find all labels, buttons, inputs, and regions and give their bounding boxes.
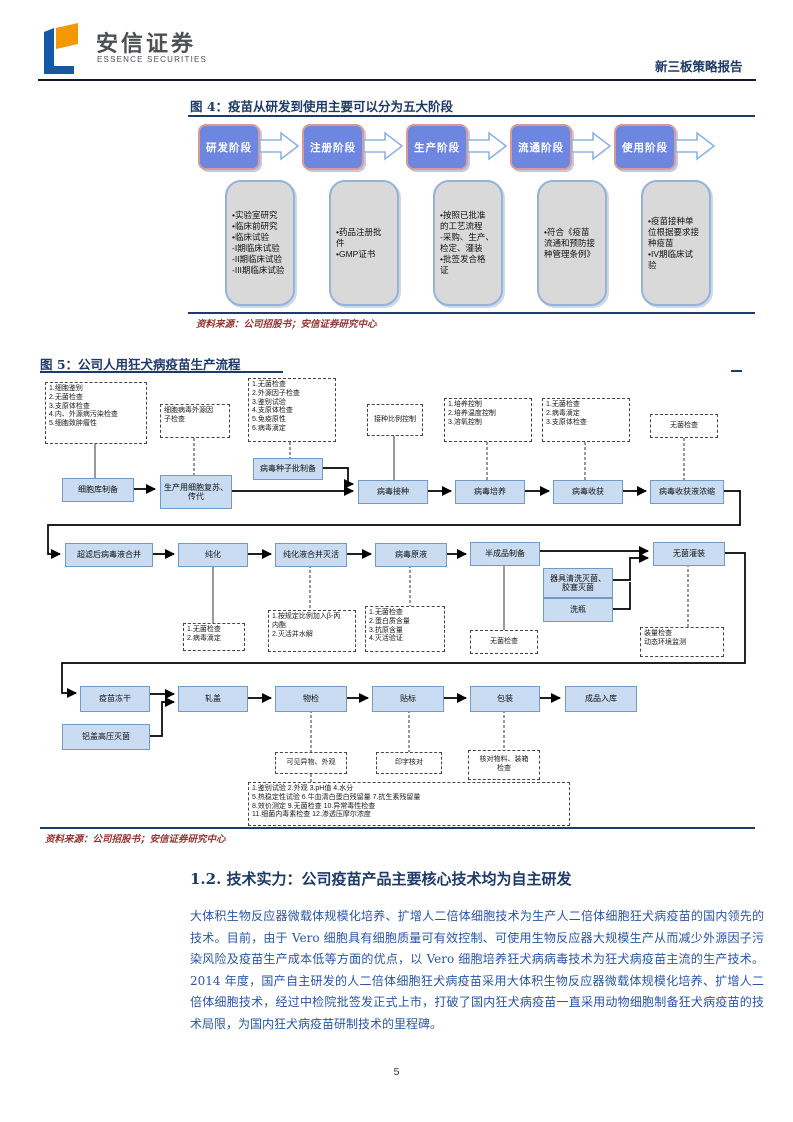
figure4: 图 4：疫苗从研发到使用主要可以分为五大阶段 研发阶段 注册阶段 生产阶段 流通… — [188, 96, 755, 308]
fig5-step-inspect: 物检 — [275, 686, 347, 712]
fig5-step-culture: 病毒培养 — [455, 480, 525, 504]
fig5-step-freeze: 疫苗冻干 — [80, 686, 150, 712]
fig5-qc-purify: 1.无菌检查 2.病毒滴定 — [183, 623, 245, 651]
arrow-right-icon — [675, 131, 716, 161]
fig4-arrows — [259, 131, 716, 161]
fig5-qc-seed-batch: 1.无菌检查 2.外源因子检查 3.鉴别试验 4.支原体检查 5.免疫原性 6.… — [248, 378, 336, 442]
detail-text: •疫苗接种单 位根据要求接 种疫苗 •IV期临床试 验 — [648, 215, 700, 270]
fig4-stage-rd: 研发阶段 — [198, 124, 260, 170]
brand-name-en: ESSENCE SECURITIES — [97, 55, 208, 64]
logo-shape-icon — [44, 23, 78, 74]
fig5-step-wash: 洗瓶 — [543, 598, 613, 622]
arrow-right-icon — [259, 131, 300, 161]
arrow-right-icon — [571, 131, 612, 161]
fig5-qc-pack: 核对物料、装箱 检查 — [468, 750, 540, 780]
fig4-detail-register: •药品注册批 件 •GMP证书 — [329, 180, 399, 306]
figure4-title: 图 4：疫苗从研发到使用主要可以分为五大阶段 — [190, 99, 454, 114]
fig5-step-pack: 包装 — [470, 686, 540, 712]
fig5-step-crimp: 轧盖 — [178, 686, 248, 712]
section-heading: 1.2. 技术实力：公司疫苗产品主要核心技术均为自主研发 — [190, 870, 572, 888]
fig5-qc-fill: 装量检查 动态环境监测 — [640, 627, 724, 657]
fig5-qc-concentrate: 无菌检查 — [650, 414, 718, 438]
fig5-qc-stock: 1.无菌检查 2.蛋白质含量 3.抗原含量 4.灭活验证 — [365, 606, 445, 652]
fig5-step-harvest: 病毒收获 — [553, 480, 623, 504]
fig5-qc-inactivate: 1.按规定比例加入β-丙 内酯 2.灭活并水解 — [268, 610, 356, 652]
fig4-stage-register: 注册阶段 — [302, 124, 364, 170]
fig4-detail-produce: •按照已批准 的工艺流程 -采购、生产、 检定、灌装 •批签发合格 证 — [433, 180, 503, 306]
fig5-qc-inoculate: 接种比例控制 — [367, 404, 423, 436]
brand-name-cn: 安信证券 — [96, 32, 197, 57]
fig5-qc-cell-bank: 1.细胞鉴别 2.无菌检查 3.支原体检查 4.内、外源病污染检查 5.细胞致肿… — [45, 382, 147, 444]
fig5-step-alucap: 铝盖高压灭菌 — [62, 724, 150, 750]
fig5-step-stock: 病毒原液 — [375, 543, 447, 567]
figure4-bottom-rule — [188, 312, 755, 314]
figure5-source: 资料来源：公司招股书；安信证券研究中心 — [45, 834, 226, 845]
fig5-qc-cell-revive: 细胞病毒外源因 子检查 — [160, 404, 230, 438]
detail-text: •实验室研究 •临床前研究 •临床试验 -I期临床试验 -II期临床试验 -II… — [232, 210, 285, 275]
report-type-label: 新三板策略报告 — [655, 59, 743, 74]
fig5-step-seed-batch: 病毒种子批制备 — [253, 458, 323, 480]
fig5-step-store: 成品入库 — [565, 686, 637, 712]
detail-text: •符合《疫苗 流通和预防接 种管理条例》 — [544, 226, 596, 259]
figure5-bottom-rule — [40, 827, 755, 829]
fig5-step-tools: 器具清洗灭菌、 胶塞灭菌 — [543, 568, 613, 598]
fig5-connectors — [47, 436, 746, 782]
fig5-step-inactivate: 纯化液合并灭活 — [275, 543, 347, 567]
figure4-title-underline — [188, 115, 755, 117]
stage-label: 使用阶段 — [622, 141, 668, 154]
fig4-detail-rd: •实验室研究 •临床前研究 •临床试验 -I期临床试验 -II期临床试验 -II… — [225, 180, 295, 306]
figure5-title: 图 5：公司人用狂犬病疫苗生产流程 — [40, 357, 241, 372]
figure4-source: 资料来源：公司招股书；安信证券研究中心 — [196, 319, 377, 330]
fig5-step-label: 贴标 — [372, 686, 444, 712]
detail-text: •药品注册批 件 •GMP证书 — [336, 226, 382, 259]
fig4-detail-circulate: •符合《疫苗 流通和预防接 种管理条例》 — [537, 180, 607, 306]
fig5-qc-culture: 1.培养控制 2.培养温度控制 3.溶氧控制 — [444, 398, 532, 442]
essence-securities-logo-icon — [40, 22, 86, 74]
fig5-step-ultrafilter: 超滤后病毒液合并 — [65, 543, 153, 567]
fig5-qc-harvest: 1.无菌检查 2.病毒滴定 3.支原体检查 — [542, 398, 630, 442]
fig5-step-inoculate: 病毒接种 — [358, 480, 428, 504]
fig5-qc-label: 印字核对 — [376, 752, 442, 774]
arrow-right-icon — [363, 131, 404, 161]
arrow-right-icon — [467, 131, 508, 161]
stage-label: 生产阶段 — [414, 141, 460, 154]
header-divider — [38, 79, 756, 81]
fig4-stage-circulate: 流通阶段 — [510, 124, 572, 170]
section-paragraph: 大体积生物反应器微载体规模化培养、扩增人二倍体细胞技术为生产人二倍体细胞狂犬病疫… — [190, 909, 764, 1031]
fig5-step-semi: 半成品制备 — [470, 542, 540, 566]
fig5-step-cell-revive: 生产用细胞复苏、 传代 — [160, 475, 232, 509]
detail-text: •按照已批准 的工艺流程 -采购、生产、 检定、灌装 •批签发合格 证 — [440, 210, 494, 275]
stage-label: 流通阶段 — [518, 141, 564, 154]
fig4-detail-use: •疫苗接种单 位根据要求接 种疫苗 •IV期临床试 验 — [641, 180, 711, 306]
figure5-flowchart: 1.细胞鉴别 2.无菌检查 3.支原体检查 4.内、外源病污染检查 5.细胞致肿… — [40, 372, 755, 828]
fig5-qc-final-tests: 1.鉴别试验 2.外观 3.pH值 4.水分 5.热稳定性试验 6.牛血清白蛋白… — [248, 782, 570, 826]
stage-label: 研发阶段 — [206, 141, 252, 154]
fig4-stage-use: 使用阶段 — [614, 124, 676, 170]
stage-label: 注册阶段 — [310, 141, 356, 154]
page-number: 5 — [393, 1066, 400, 1078]
fig5-step-concentrate: 病毒收获液浓缩 — [650, 480, 724, 504]
fig5-qc-inspect: 可见异物、外观 — [275, 752, 347, 774]
fig5-step-purify: 纯化 — [178, 543, 248, 567]
fig5-step-cell-bank: 细胞库制备 — [62, 478, 134, 502]
fig5-qc-semi: 无菌检查 — [470, 630, 538, 654]
figure5-title-underline — [40, 371, 283, 373]
fig5-step-fill: 无菌灌装 — [653, 542, 725, 566]
figure5-title-underline-end — [731, 370, 742, 372]
fig4-stage-produce: 生产阶段 — [406, 124, 468, 170]
